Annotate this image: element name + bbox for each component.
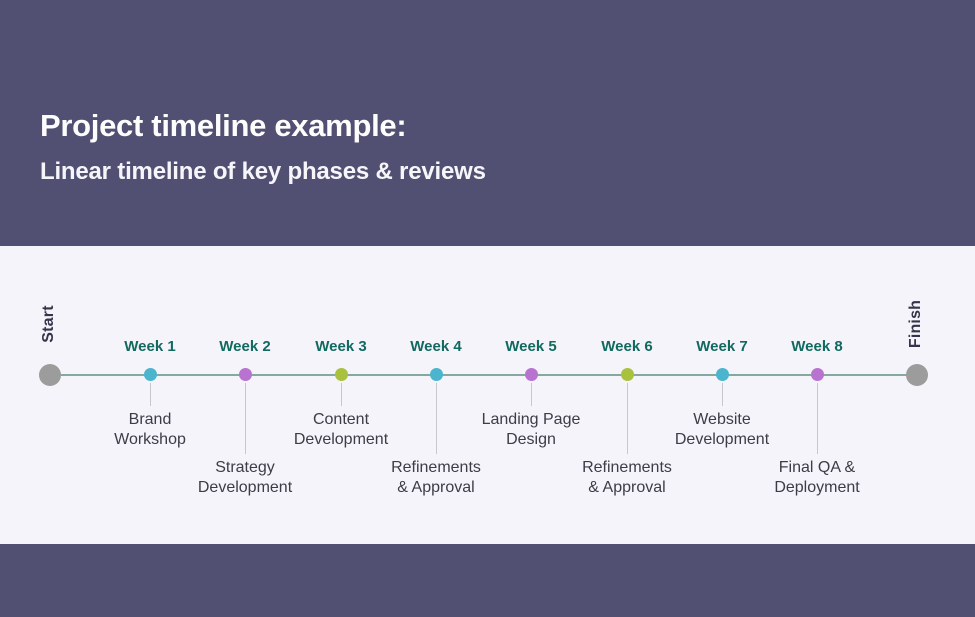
milestone-connector — [817, 383, 818, 454]
milestone-dot — [715, 368, 729, 381]
milestone-dot — [810, 368, 824, 381]
milestone-week-7: Week 7 Website Development — [647, 246, 797, 544]
milestone-connector — [150, 383, 151, 406]
week-label: Week 8 — [791, 338, 843, 355]
milestone-week-8: Week 8 Final QA & Deployment — [742, 246, 892, 544]
milestone-dot — [524, 368, 538, 381]
start-node — [39, 364, 61, 386]
milestone-connector — [722, 383, 723, 406]
week-label: Week 1 — [124, 338, 176, 355]
page-title: Project timeline example: — [40, 108, 407, 143]
milestone-week-3: Week 3 Content Development — [266, 246, 416, 544]
milestone-connector — [245, 383, 246, 454]
slide-header: Project timeline example: Linear timelin… — [40, 108, 486, 186]
milestone-connector — [341, 383, 342, 406]
timeline-panel: Start Finish Week 1 Brand Workshop Week … — [0, 246, 975, 544]
start-label: Start — [40, 305, 57, 343]
week-label: Week 7 — [696, 338, 748, 355]
milestone-week-2: Week 2 Strategy Development — [170, 246, 320, 544]
phase-label: Brand Workshop — [114, 411, 186, 448]
milestone-week-4: Week 4 Refinements & Approval — [361, 246, 511, 544]
milestone-connector — [436, 383, 437, 454]
milestone-connector — [627, 383, 628, 454]
finish-node — [906, 364, 928, 386]
phase-label: Content Development — [293, 411, 389, 448]
milestone-week-1: Week 1 Brand Workshop — [75, 246, 225, 544]
milestone-dot — [620, 368, 634, 381]
milestone-week-6: Week 6 Refinements & Approval — [552, 246, 702, 544]
timeline-axis-line — [50, 374, 917, 376]
milestone-dot — [334, 368, 348, 381]
milestone-dot — [143, 368, 157, 381]
phase-label: Strategy Development — [197, 459, 293, 496]
week-label: Week 5 — [505, 338, 557, 355]
week-label: Week 4 — [410, 338, 462, 355]
week-label: Week 6 — [601, 338, 653, 355]
week-label: Week 3 — [315, 338, 367, 355]
milestone-dot — [429, 368, 443, 381]
phase-label: Final QA & Deployment — [774, 459, 860, 496]
finish-label: Finish — [907, 299, 924, 349]
timeline: Start Finish Week 1 Brand Workshop Week … — [0, 246, 975, 544]
phase-label: Landing Page Design — [481, 411, 581, 448]
milestone-connector — [531, 383, 532, 406]
page-subtitle: Linear timeline of key phases & reviews — [40, 158, 486, 185]
phase-label: Refinements & Approval — [391, 459, 481, 496]
week-label: Week 2 — [219, 338, 271, 355]
phase-label: Website Development — [674, 411, 770, 448]
phase-label: Refinements & Approval — [582, 459, 672, 496]
milestone-dot — [238, 368, 252, 381]
milestone-week-5: Week 5 Landing Page Design — [456, 246, 606, 544]
